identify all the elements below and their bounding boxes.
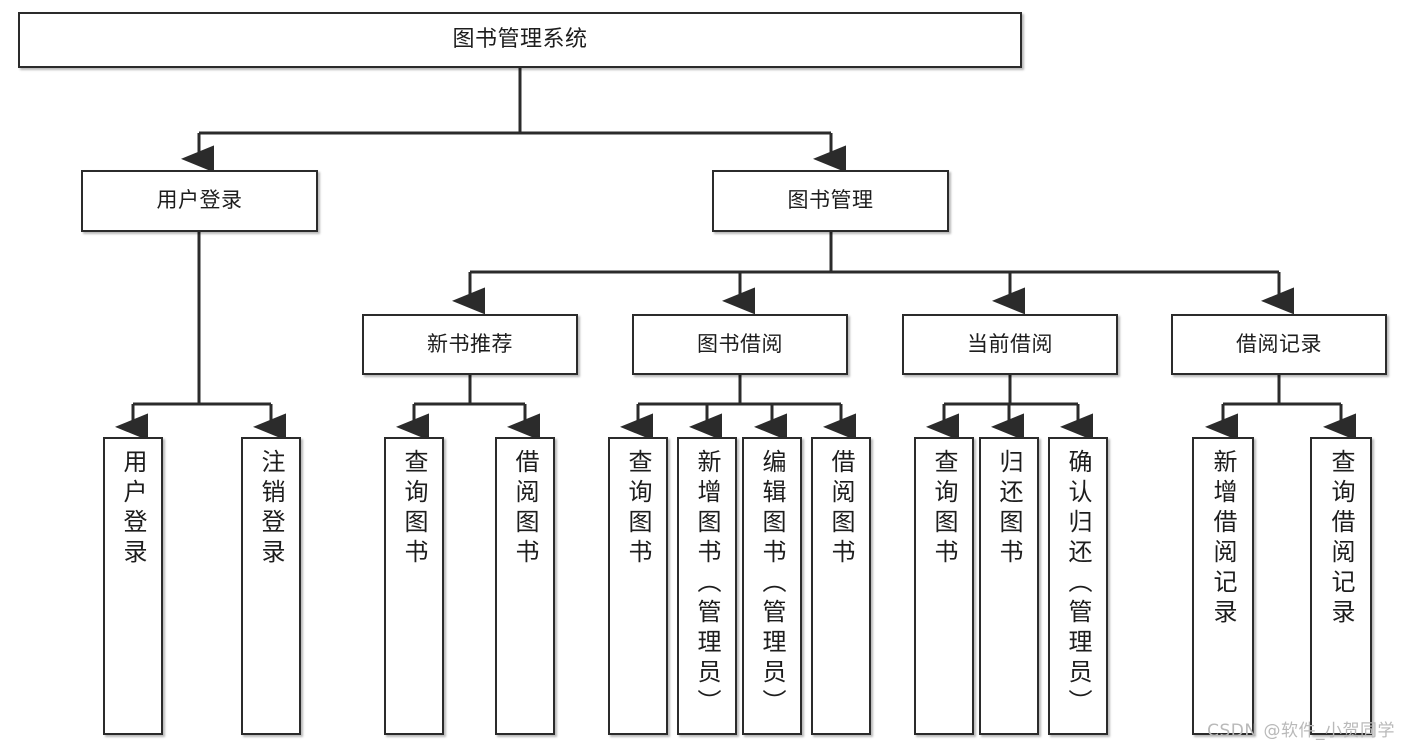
node-root-label: 图书管理系统 [452,26,588,52]
node-leaf-return-book[interactable]: 归还图书 [979,437,1039,735]
node-leaf-borrow-book-1-label: 借阅图书 [511,449,539,569]
node-book-manage-label: 图书管理 [787,188,874,213]
node-leaf-query-record[interactable]: 查询借阅记录 [1310,437,1372,735]
node-leaf-user-logout-label: 注销登录 [257,449,285,569]
node-user-login-label: 用户登录 [156,188,243,213]
node-leaf-user-logout[interactable]: 注销登录 [241,437,301,735]
node-leaf-confirm-return-label: 确认归还（管理员） [1064,449,1092,719]
node-leaf-confirm-return[interactable]: 确认归还（管理员） [1048,437,1108,735]
node-leaf-query-book-3-label: 查询图书 [930,449,958,569]
node-new-book-rec-label: 新书推荐 [427,331,513,356]
node-leaf-return-book-label: 归还图书 [995,449,1023,569]
node-leaf-query-book-2[interactable]: 查询图书 [608,437,668,735]
node-leaf-edit-book[interactable]: 编辑图书（管理员） [742,437,802,735]
node-leaf-borrow-book-2-label: 借阅图书 [827,449,855,569]
node-leaf-query-book-2-label: 查询图书 [624,449,652,569]
node-new-book-rec[interactable]: 新书推荐 [362,314,578,375]
node-root[interactable]: 图书管理系统 [18,12,1022,68]
node-leaf-user-login-label: 用户登录 [119,449,147,569]
node-leaf-borrow-book-1[interactable]: 借阅图书 [495,437,555,735]
watermark: CSDN @软件_小贺同学 [1207,721,1395,741]
node-leaf-query-record-label: 查询借阅记录 [1327,449,1355,629]
node-current-borrow-label: 当前借阅 [967,331,1053,356]
node-borrow-record-label: 借阅记录 [1236,331,1322,356]
node-book-borrow-label: 图书借阅 [697,331,783,356]
node-current-borrow[interactable]: 当前借阅 [902,314,1118,375]
node-leaf-borrow-book-2[interactable]: 借阅图书 [811,437,871,735]
node-leaf-add-record-label: 新增借阅记录 [1209,449,1237,629]
node-book-borrow[interactable]: 图书借阅 [632,314,848,375]
node-leaf-edit-book-label: 编辑图书（管理员） [758,449,786,719]
node-leaf-query-book-1[interactable]: 查询图书 [384,437,444,735]
node-leaf-add-book-label: 新增图书（管理员） [693,449,721,719]
node-user-login[interactable]: 用户登录 [81,170,318,232]
node-leaf-query-book-1-label: 查询图书 [400,449,428,569]
node-borrow-record[interactable]: 借阅记录 [1171,314,1387,375]
node-book-manage[interactable]: 图书管理 [712,170,949,232]
node-leaf-add-book[interactable]: 新增图书（管理员） [677,437,737,735]
node-leaf-query-book-3[interactable]: 查询图书 [914,437,974,735]
node-leaf-user-login[interactable]: 用户登录 [103,437,163,735]
node-leaf-add-record[interactable]: 新增借阅记录 [1192,437,1254,735]
